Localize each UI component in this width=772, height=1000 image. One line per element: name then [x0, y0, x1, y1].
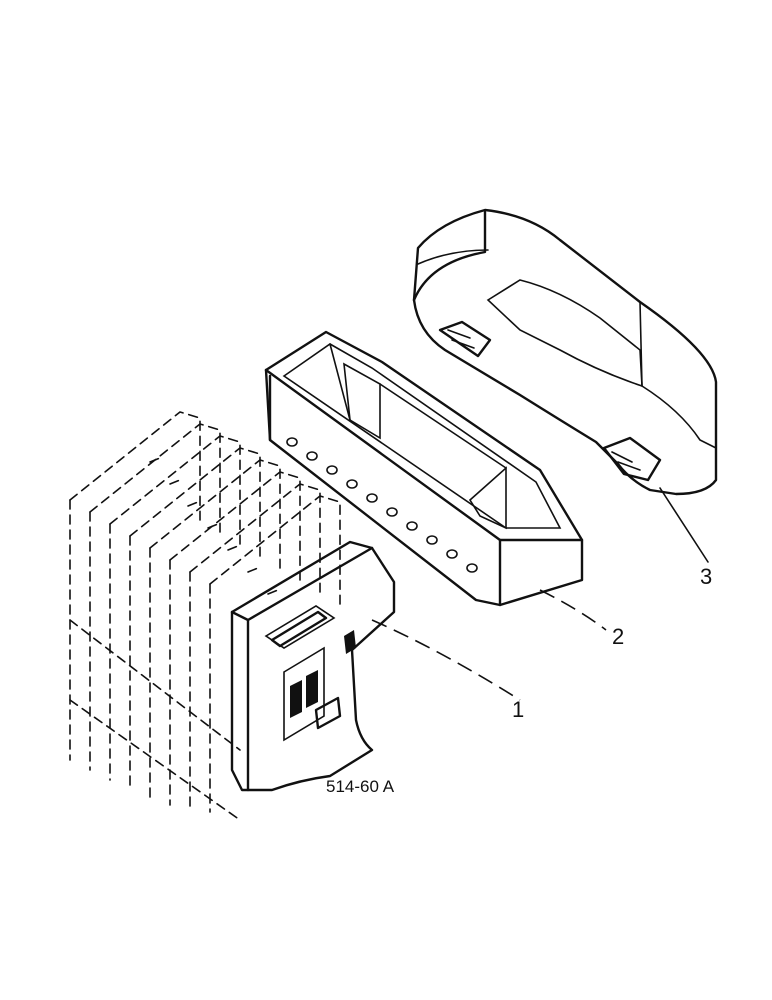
leader-lines — [371, 487, 709, 701]
part-3-bracket — [412, 208, 718, 496]
figure-code: 514-60 A — [326, 777, 395, 796]
weight-front-solid — [230, 540, 396, 792]
callout-2: 2 — [612, 624, 624, 649]
leader-3 — [659, 487, 709, 563]
part-2-carrier — [264, 330, 584, 607]
weight-stack-dashed — [69, 411, 341, 821]
callout-1: 1 — [512, 697, 524, 722]
part-1-weights — [69, 411, 396, 821]
callout-3: 3 — [700, 564, 712, 589]
carrier-holes — [286, 437, 478, 573]
leader-2 — [539, 589, 607, 631]
leader-1 — [371, 619, 521, 701]
